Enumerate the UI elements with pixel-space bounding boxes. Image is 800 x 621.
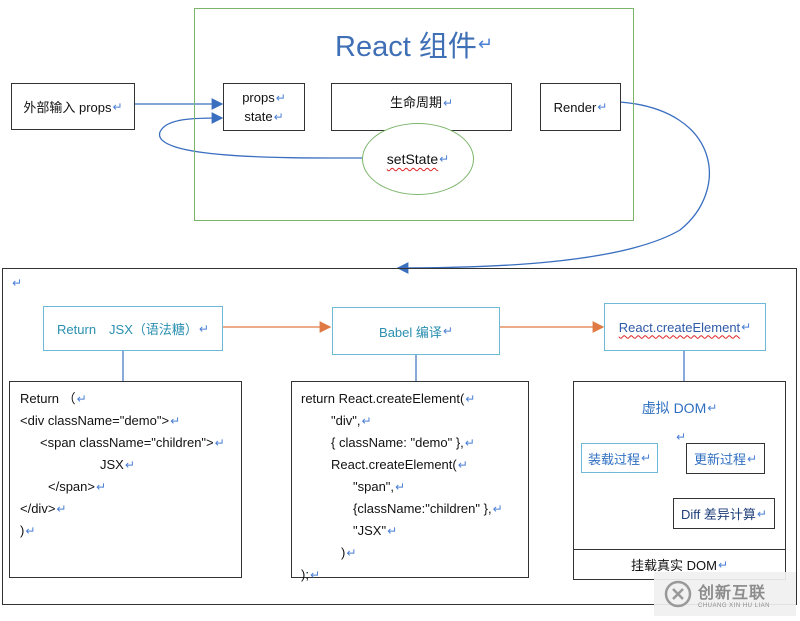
render-to-bottom-arrow bbox=[396, 101, 711, 274]
return-mark-icon: ↵ bbox=[346, 546, 357, 560]
return-mark-icon: ↵ bbox=[112, 99, 123, 114]
return-mark-icon: ↵ bbox=[477, 33, 493, 54]
return-mark-icon: ↵ bbox=[676, 430, 687, 444]
return-mark-icon: ↵ bbox=[395, 480, 406, 494]
brand-name: 创新互联 bbox=[698, 585, 767, 602]
code-line: "JSX"↵ bbox=[353, 523, 398, 538]
return-mark-icon: ↵ bbox=[214, 436, 225, 450]
code-line: )↵ bbox=[341, 545, 357, 560]
return-mark-icon: ↵ bbox=[124, 458, 135, 472]
code-line: JSX↵ bbox=[100, 457, 135, 472]
return-mark-icon: ↵ bbox=[465, 392, 476, 406]
return-mark-icon: ↵ bbox=[275, 91, 286, 105]
mount-process-box: 装载过程↵ bbox=[581, 443, 658, 473]
jsx-code-box: Return （↵ <div className="demo">↵ <span … bbox=[9, 381, 242, 578]
brand-logo-icon bbox=[664, 580, 692, 608]
code-line: <span className="children">↵ bbox=[40, 435, 225, 450]
create-element-title-box: React.createElement↵ bbox=[604, 303, 766, 351]
return-mark-icon: ↵ bbox=[25, 524, 36, 538]
return-mark-icon: ↵ bbox=[170, 414, 181, 428]
return-mark-icon: ↵ bbox=[12, 276, 23, 290]
return-mark-icon: ↵ bbox=[464, 436, 475, 450]
code-line: return React.createElement(↵ bbox=[301, 391, 476, 406]
return-mark-icon: ↵ bbox=[640, 451, 652, 465]
return-mark-icon: ↵ bbox=[492, 502, 503, 516]
babel-code-box: return React.createElement(↵ "div",↵ { c… bbox=[291, 381, 529, 582]
code-line: {className:"children" },↵ bbox=[353, 501, 503, 516]
return-mark-icon: ↵ bbox=[597, 100, 608, 114]
compile-flow-frame bbox=[2, 268, 797, 605]
setstate-to-state-arrow bbox=[159, 112, 363, 159]
return-mark-icon: ↵ bbox=[442, 324, 453, 338]
virtual-dom-box bbox=[573, 381, 786, 580]
code-line: </span>↵ bbox=[48, 479, 107, 494]
code-line: <div className="demo">↵ bbox=[20, 413, 181, 428]
return-mark-icon: ↵ bbox=[442, 96, 454, 110]
lifecycle-box: 生命周期↵ bbox=[331, 83, 512, 131]
code-line: )↵ bbox=[20, 523, 36, 538]
return-mark-icon: ↵ bbox=[741, 320, 752, 334]
code-line: "div",↵ bbox=[331, 413, 372, 428]
props-state-box: props↵ state↵ bbox=[223, 83, 305, 131]
return-mark-icon: ↵ bbox=[96, 480, 107, 494]
react-component-frame bbox=[194, 8, 634, 221]
code-line: React.createElement(↵ bbox=[331, 457, 468, 472]
setstate-ellipse: setState↵ bbox=[362, 123, 474, 195]
external-props-box: 外部输入 props↵ bbox=[11, 83, 135, 130]
brand-pinyin: CHUANG XIN HU LIAN bbox=[698, 603, 771, 609]
return-mark-icon: ↵ bbox=[361, 414, 372, 428]
code-line: </div>↵ bbox=[20, 501, 67, 516]
return-mark-icon: ↵ bbox=[198, 321, 209, 336]
return-mark-icon: ↵ bbox=[457, 458, 468, 472]
state-label: state bbox=[244, 109, 273, 124]
return-mark-icon: ↵ bbox=[756, 506, 767, 521]
return-mark-icon: ↵ bbox=[309, 568, 321, 582]
update-process-box: 更新过程↵ bbox=[686, 443, 765, 474]
return-mark-icon: ↵ bbox=[439, 152, 450, 166]
props-label: props bbox=[242, 90, 275, 105]
babel-title-box: Babel 编译↵ bbox=[332, 307, 500, 355]
code-line: );↵ bbox=[301, 567, 321, 582]
virtual-dom-title: 虚拟 DOM↵ bbox=[641, 400, 718, 416]
title-text: React 组件 bbox=[335, 31, 477, 63]
return-mark-icon: ↵ bbox=[56, 502, 67, 516]
return-mark-icon: ↵ bbox=[707, 401, 718, 415]
watermark: 创新互联 CHUANG XIN HU LIAN bbox=[654, 572, 796, 616]
code-line: { className: "demo" },↵ bbox=[331, 435, 475, 450]
return-mark-icon: ↵ bbox=[717, 557, 728, 572]
return-mark-icon: ↵ bbox=[387, 524, 398, 538]
code-line: Return （↵ bbox=[20, 391, 87, 406]
render-box: Render↵ bbox=[540, 83, 621, 131]
diff-box: Diff 差异计算↵ bbox=[673, 498, 775, 529]
return-mark-icon: ↵ bbox=[746, 451, 758, 466]
return-mark-icon: ↵ bbox=[76, 392, 87, 406]
code-line: "span",↵ bbox=[353, 479, 406, 494]
return-mark-icon: ↵ bbox=[273, 110, 284, 124]
react-component-title: React 组件↵ bbox=[194, 22, 634, 66]
jsx-title-box: Return JSX（语法糖）↵ bbox=[43, 306, 223, 351]
